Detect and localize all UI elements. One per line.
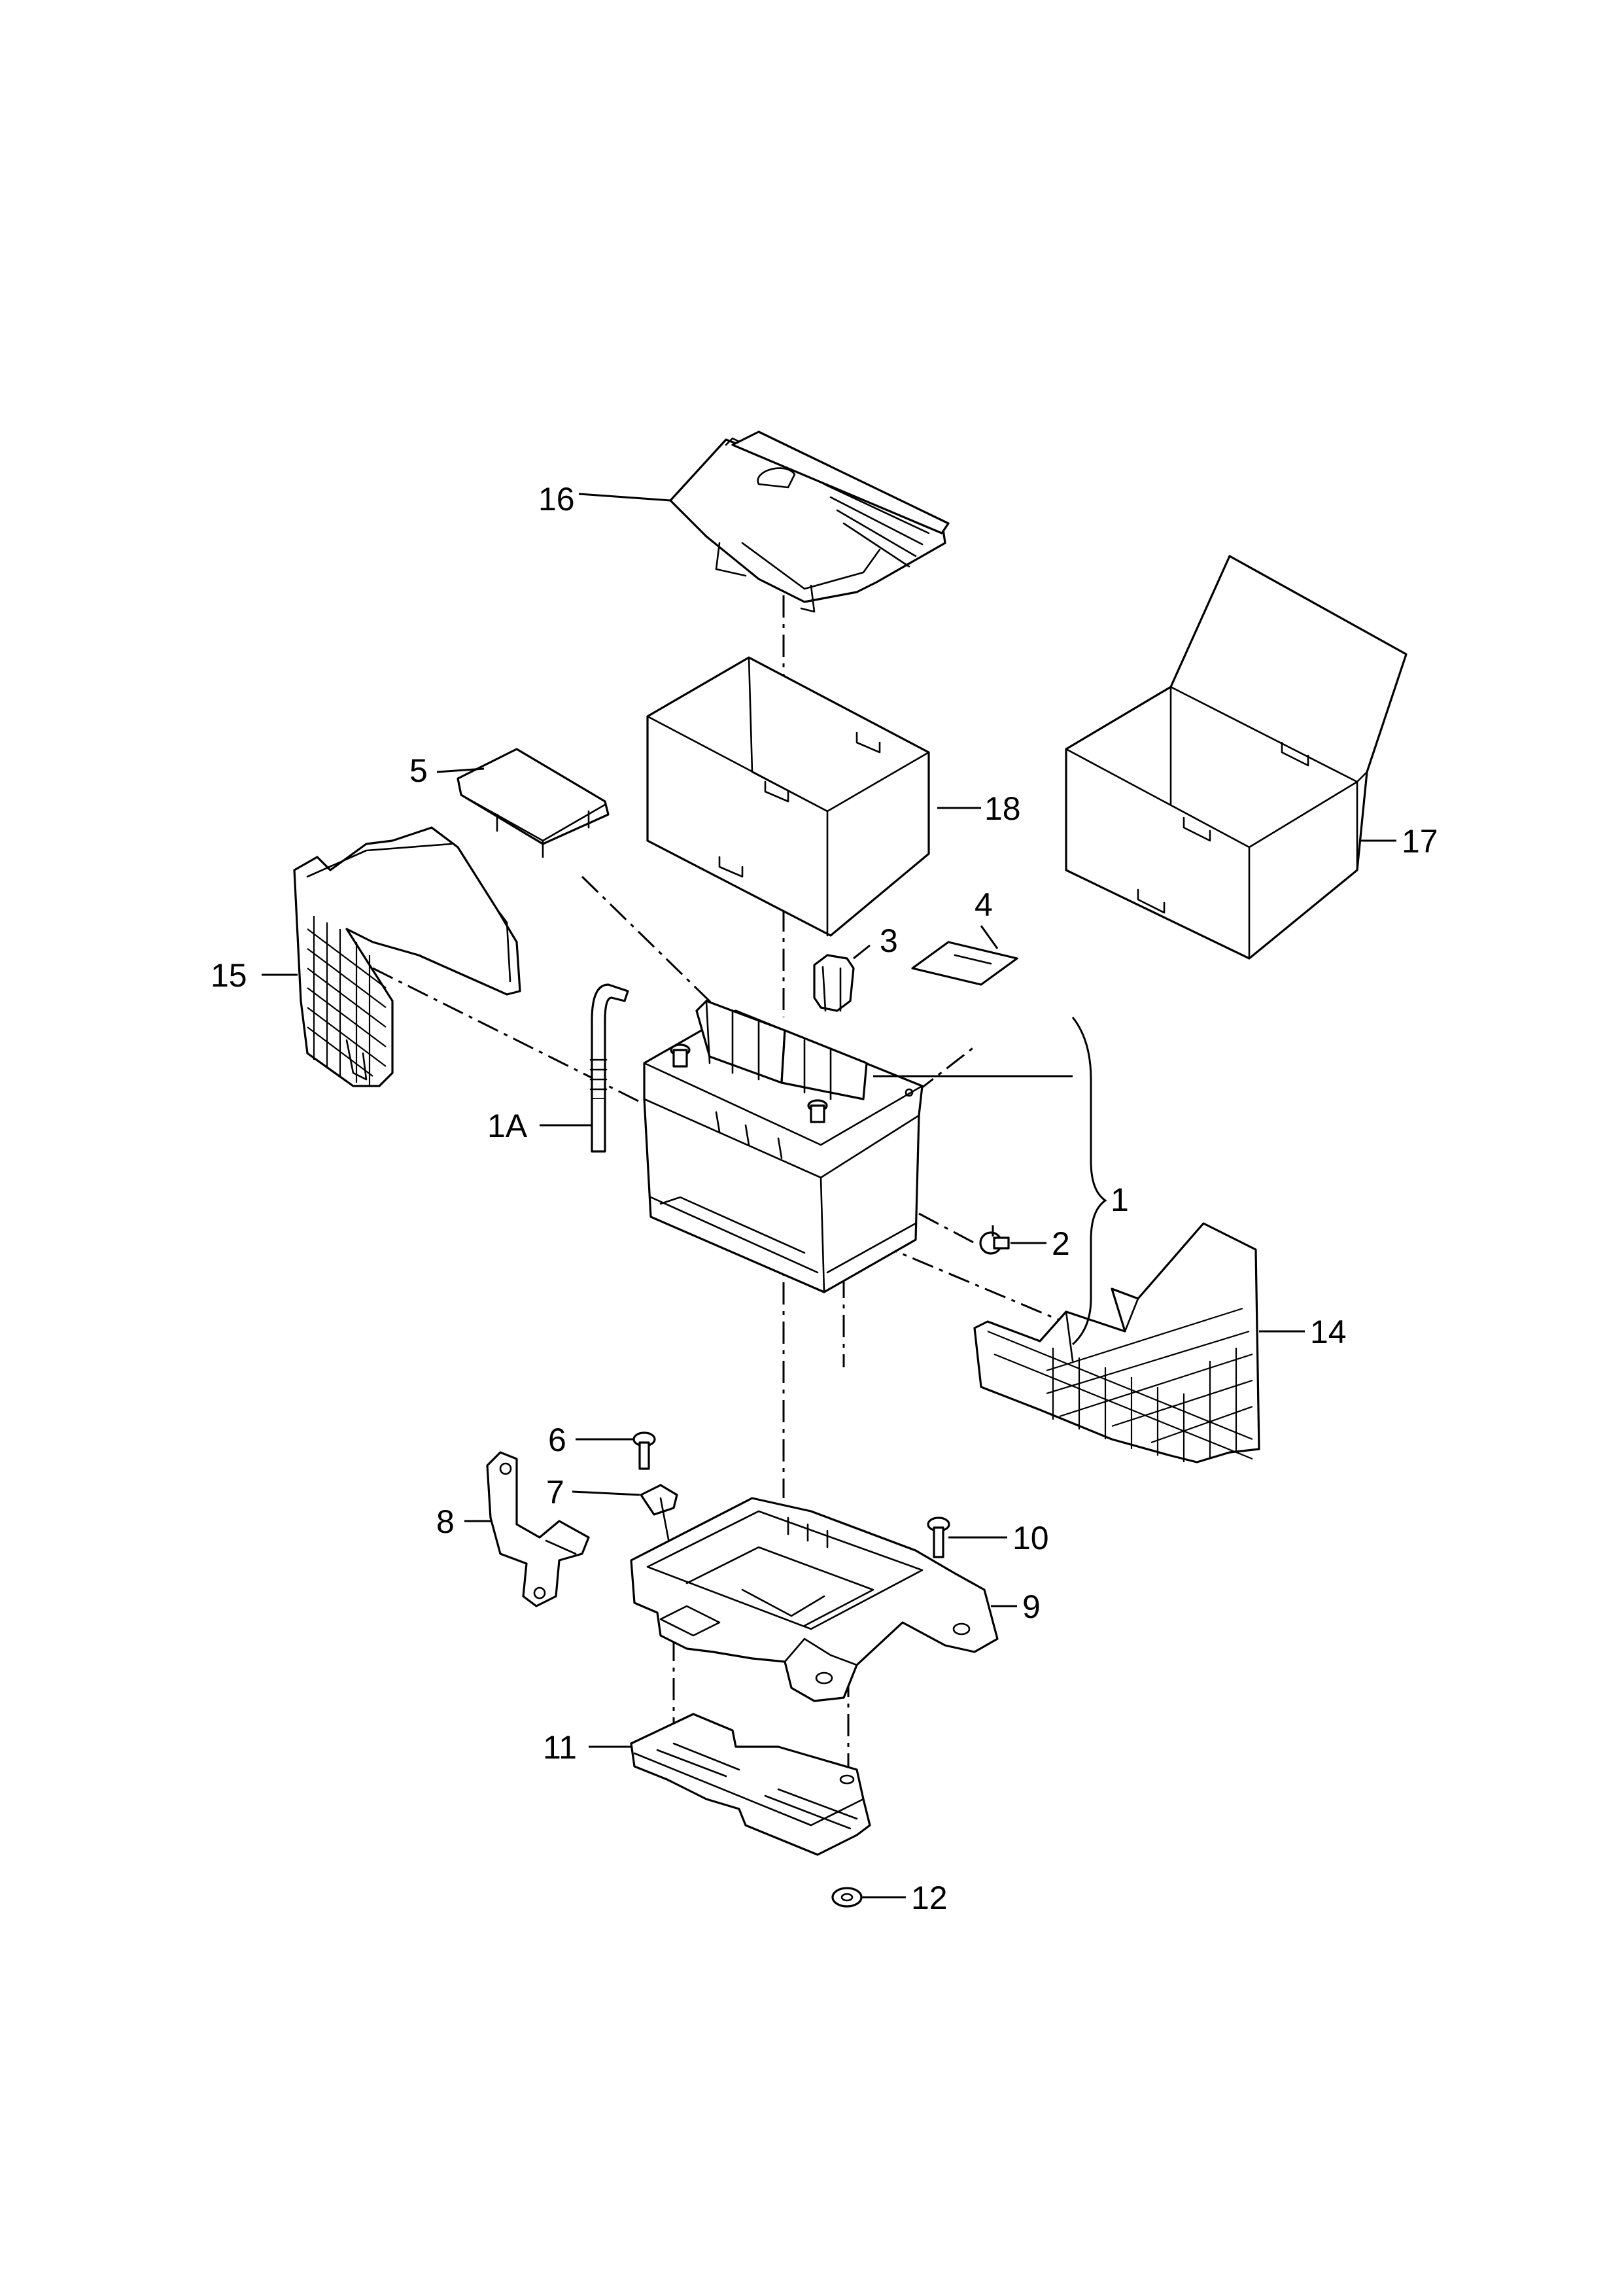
callout-4: 4 [975, 886, 993, 923]
callout-16: 16 [538, 481, 575, 517]
bracket-part-8 [486, 1451, 590, 1607]
callout-7: 7 [546, 1474, 564, 1511]
callout-5: 5 [409, 752, 428, 789]
callout-15: 15 [211, 957, 247, 994]
nut-part-12 [831, 1887, 863, 1908]
bolt-part-6 [632, 1431, 656, 1470]
box-part-17 [1065, 555, 1408, 960]
callout-14: 14 [1310, 1314, 1347, 1350]
bolt-part-10 [927, 1516, 950, 1558]
leader-lines [262, 493, 1396, 1899]
callouts: 16 18 17 5 4 3 15 1 1A 2 14 6 7 8 10 9 1… [211, 481, 1438, 1916]
callout-11: 11 [543, 1729, 577, 1766]
bracket-brace-1 [1071, 1017, 1107, 1346]
left-cover-part-15 [293, 826, 521, 1087]
callout-17: 17 [1402, 823, 1438, 860]
callout-6: 6 [548, 1422, 566, 1458]
callout-12: 12 [911, 1880, 948, 1916]
terminal-cap-part-3 [813, 954, 855, 1012]
callout-10: 10 [1012, 1520, 1049, 1556]
vent-hose-part-1A [589, 983, 629, 1153]
battery-tray-part-9 [630, 1497, 999, 1702]
box-part-18 [646, 656, 930, 937]
callout-8: 8 [436, 1503, 455, 1540]
callout-2: 2 [1052, 1225, 1070, 1262]
callout-18: 18 [984, 790, 1021, 827]
battery-part-1 [643, 1000, 924, 1293]
tray-insert-part-11 [630, 1713, 871, 1856]
label-part-4 [911, 941, 1018, 986]
callout-1A: 1A [487, 1108, 528, 1144]
plug-part-2 [979, 1231, 1010, 1255]
battery-cover-part-16 [669, 430, 950, 613]
callout-1: 1 [1111, 1182, 1129, 1218]
small-cover-part-5 [457, 748, 610, 858]
callout-3: 3 [880, 922, 898, 959]
right-cover-part-14 [973, 1222, 1260, 1463]
callout-9: 9 [1022, 1588, 1041, 1625]
